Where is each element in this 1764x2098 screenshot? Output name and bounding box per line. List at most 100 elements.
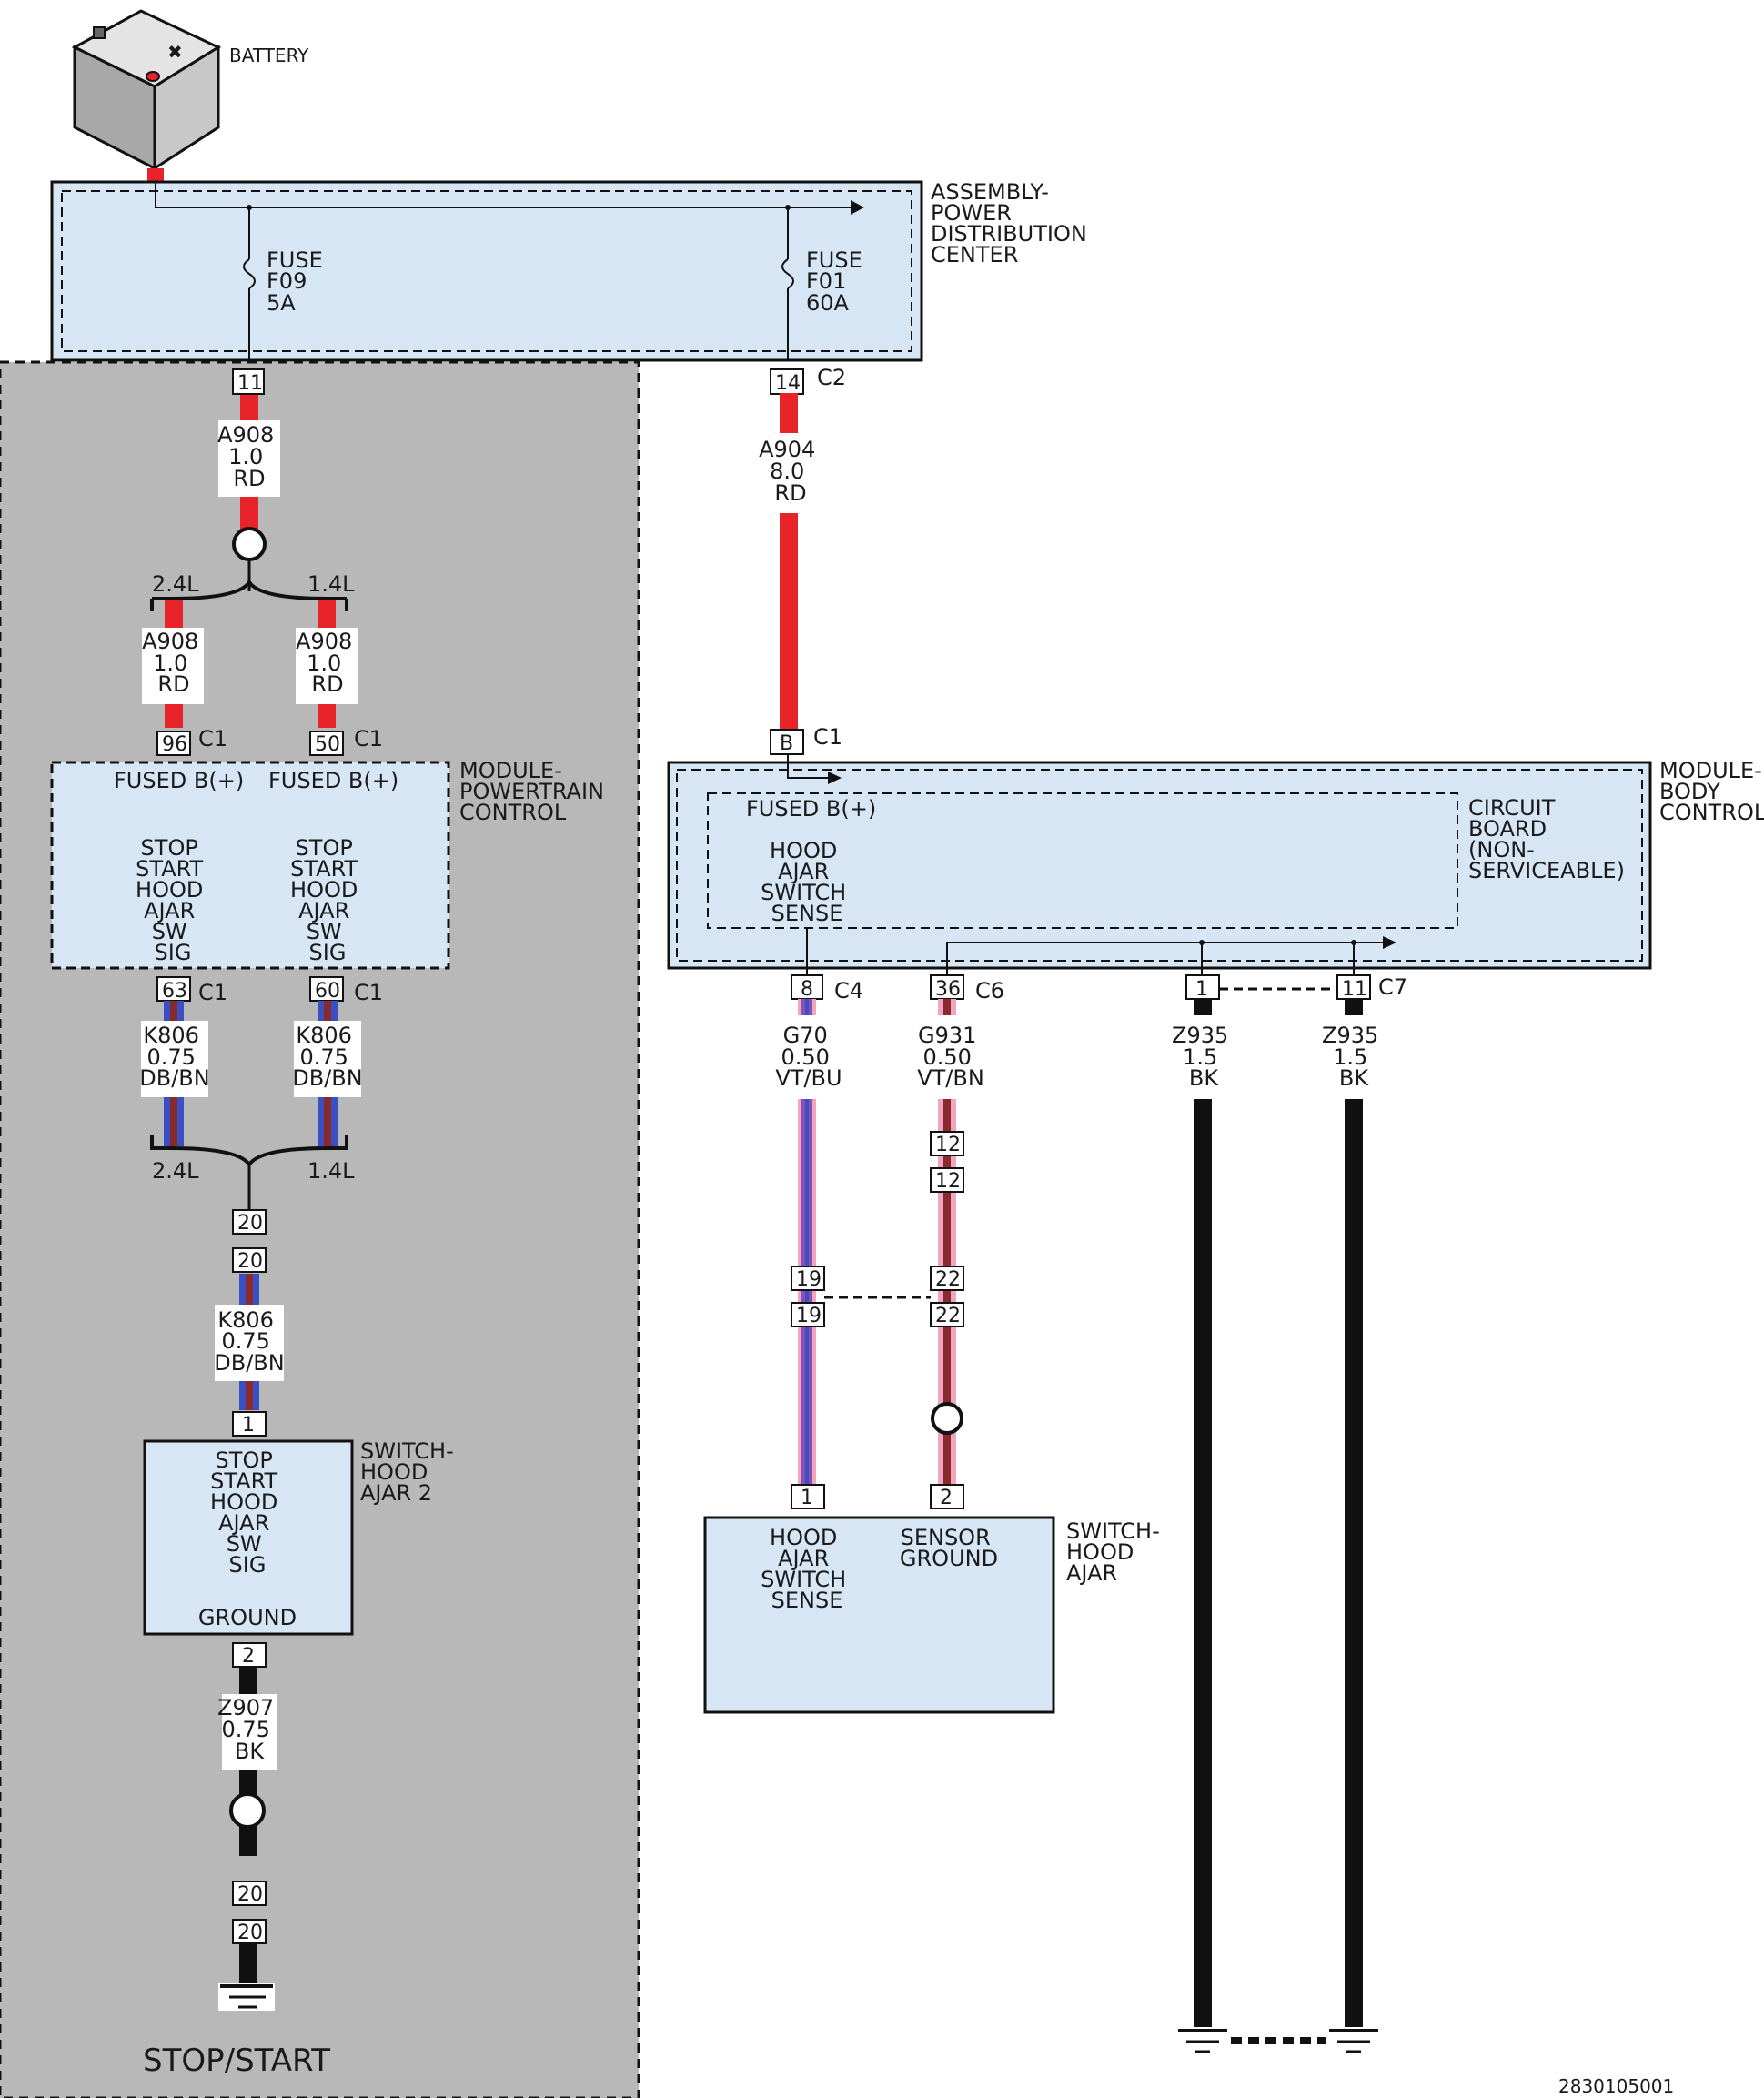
conn-c6: C6 bbox=[975, 978, 1004, 1004]
svg-text:11: 11 bbox=[1342, 978, 1367, 1001]
pin-96 bbox=[156, 731, 191, 756]
switch-ground: SENSOR GROUND bbox=[900, 1525, 998, 1571]
circuit-board bbox=[707, 792, 1458, 929]
switch-sense: HOOD AJAR SWITCH SENSE bbox=[761, 1525, 853, 1613]
pin-50 bbox=[309, 731, 344, 756]
wire-z907-label: Z907 0.75 BK bbox=[217, 1695, 281, 1764]
wire-a908-label: A908 1.0 RD bbox=[217, 422, 281, 491]
conn-c7: C7 bbox=[1378, 974, 1407, 1000]
pcm-fused-right: FUSED B(+) bbox=[268, 768, 398, 793]
switch-pin-2 bbox=[930, 1484, 964, 1509]
figure-id: 2830105001 bbox=[1558, 2075, 1674, 2097]
svg-text:20: 20 bbox=[237, 1212, 263, 1235]
conn-c1-bcm: C1 bbox=[813, 724, 842, 750]
svg-text:1: 1 bbox=[801, 1487, 813, 1509]
wire-z935-b-label: Z935 1.5 BK bbox=[1322, 1023, 1386, 1091]
svg-text:96: 96 bbox=[162, 733, 187, 756]
svg-text:12: 12 bbox=[935, 1170, 961, 1193]
wire-z935-b bbox=[1345, 999, 1363, 2027]
svg-text:19: 19 bbox=[796, 1268, 822, 1291]
bcm-fused: FUSED B(+) bbox=[746, 796, 876, 822]
pcm-label: MODULE- POWERTRAIN CONTROL bbox=[459, 758, 611, 825]
pin-19a bbox=[791, 1266, 825, 1291]
wire-a904-label: A904 8.0 RD bbox=[759, 437, 822, 506]
splice-z907 bbox=[229, 1792, 266, 1829]
switch2-label: SWITCH- HOOD AJAR 2 bbox=[360, 1438, 460, 1506]
svg-text:50: 50 bbox=[315, 733, 340, 756]
pin-14 bbox=[770, 368, 804, 395]
svg-text:1: 1 bbox=[1195, 978, 1208, 1001]
battery-icon: ✖ bbox=[71, 9, 222, 171]
svg-text:36: 36 bbox=[935, 978, 961, 1001]
pin-19b bbox=[791, 1302, 825, 1327]
wire-a908-label-bg bbox=[218, 420, 280, 497]
circuit-board-label: CIRCUIT BOARD (NON- SERVICEABLE) bbox=[1468, 795, 1625, 883]
svg-text:19: 19 bbox=[796, 1305, 822, 1327]
conn-c2: C2 bbox=[817, 365, 846, 390]
svg-text:22: 22 bbox=[935, 1268, 961, 1291]
ground-icon-left bbox=[218, 1983, 275, 2011]
svg-text:2: 2 bbox=[242, 1645, 255, 1668]
wire-z935-a bbox=[1194, 999, 1212, 2027]
pin-22a bbox=[930, 1266, 964, 1291]
pin-11 bbox=[232, 368, 265, 395]
svg-text:11: 11 bbox=[237, 372, 263, 395]
switch-hood-ajar-2 bbox=[143, 1439, 354, 1636]
pin-20b bbox=[232, 1247, 267, 1273]
svg-text:2: 2 bbox=[940, 1487, 953, 1509]
fuse-f09-icon bbox=[243, 258, 256, 289]
pin-20a bbox=[232, 1209, 267, 1235]
svg-text:8: 8 bbox=[801, 978, 813, 1001]
svg-text:12: 12 bbox=[935, 1134, 961, 1156]
battery-label: BATTERY bbox=[229, 45, 309, 66]
bcm-label: MODULE- BODY CONTROL bbox=[1659, 758, 1764, 825]
wire-a908-left-label: A908 1.0 RD bbox=[142, 629, 206, 697]
module-body-control bbox=[667, 761, 1652, 970]
wire-k806-label: K806 0.75 DB/BN bbox=[214, 1307, 284, 1376]
pin-12a bbox=[930, 1131, 964, 1156]
pin-63 bbox=[156, 976, 191, 1002]
conn-c1-d: C1 bbox=[354, 980, 383, 1005]
wire-z935-a-label: Z935 1.5 BK bbox=[1172, 1023, 1235, 1091]
pin-20c bbox=[232, 1881, 267, 1906]
pin-8 bbox=[791, 974, 823, 1000]
stop-start-title: STOP/START bbox=[143, 2043, 330, 2079]
ground-icon-z935-b bbox=[1329, 2029, 1378, 2053]
svg-text:20: 20 bbox=[237, 1250, 263, 1273]
svg-text:14: 14 bbox=[775, 372, 801, 395]
conn-c1-c: C1 bbox=[198, 980, 227, 1005]
svg-text:20: 20 bbox=[237, 1883, 263, 1906]
wire-g931-label: G931 0.50 VT/BN bbox=[917, 1023, 984, 1091]
pin-1-switch2 bbox=[232, 1411, 267, 1437]
conn-c1-b: C1 bbox=[354, 726, 383, 751]
switch2-sig: STOP START HOOD AJAR SW SIG bbox=[210, 1447, 285, 1578]
pin-36 bbox=[930, 974, 964, 1000]
splice-g931 bbox=[931, 1402, 963, 1435]
conn-c1-a: C1 bbox=[198, 726, 227, 751]
wire-g931 bbox=[938, 999, 956, 1496]
split-connector-top bbox=[152, 579, 347, 600]
switch-pin-1 bbox=[791, 1484, 825, 1509]
split-label-2-4l: 2.4L bbox=[152, 571, 199, 597]
conn-c4: C4 bbox=[834, 978, 863, 1004]
svg-text:B: B bbox=[780, 732, 793, 755]
bcm-sense: HOOD AJAR SWITCH SENSE bbox=[761, 838, 853, 926]
ground-icon-z935-a bbox=[1178, 2029, 1227, 2053]
switch-hood-ajar bbox=[703, 1516, 1055, 1714]
pin-22b bbox=[930, 1302, 964, 1327]
pcm-fused-left: FUSED B(+) bbox=[114, 768, 244, 793]
svg-text:22: 22 bbox=[935, 1305, 961, 1327]
pcm-sig-right: STOP START HOOD AJAR SW SIG bbox=[290, 835, 365, 965]
pin-11-c7 bbox=[1336, 974, 1371, 1000]
svg-text:63: 63 bbox=[162, 980, 187, 1003]
switch2-ground: GROUND bbox=[198, 1605, 297, 1630]
wire-k806-right-label: K806 0.75 DB/BN bbox=[292, 1023, 362, 1091]
wire-a908-right-label: A908 1.0 RD bbox=[296, 629, 359, 697]
switch-label: SWITCH- HOOD AJAR bbox=[1066, 1518, 1166, 1586]
svg-text:60: 60 bbox=[315, 980, 340, 1003]
svg-text:20: 20 bbox=[237, 1921, 263, 1944]
wire-g70-label: G70 0.50 VT/BU bbox=[775, 1023, 842, 1091]
fuse-f01-label: FUSE F01 60A bbox=[806, 247, 869, 316]
wire-g70 bbox=[798, 999, 816, 1496]
